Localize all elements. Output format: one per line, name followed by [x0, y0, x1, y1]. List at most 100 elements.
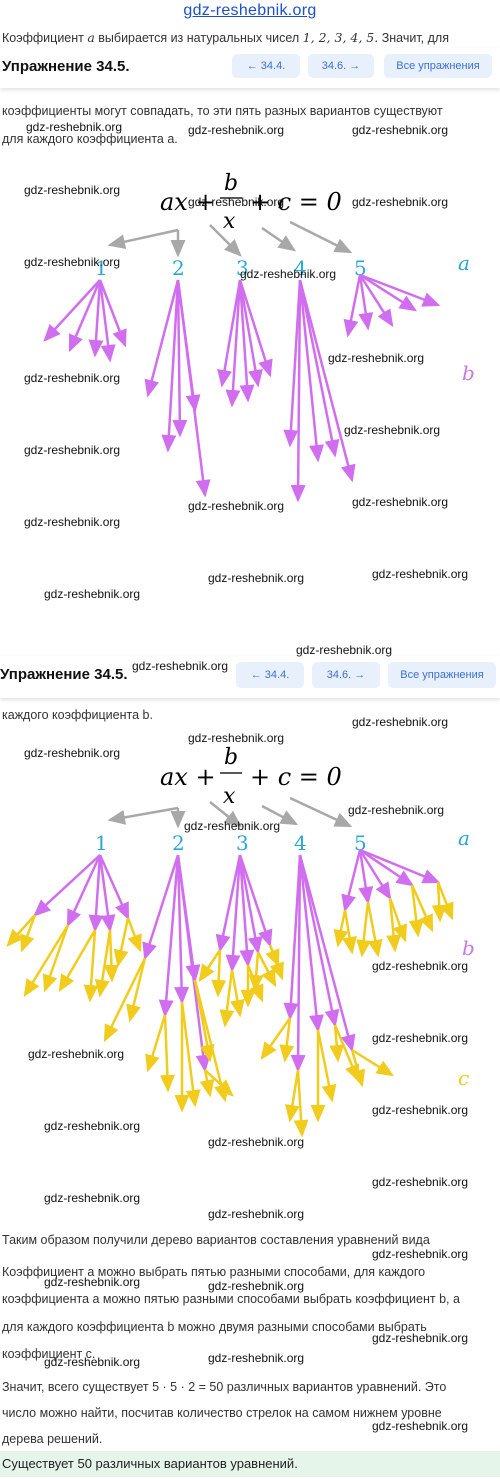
conclusion-line-2: Коэффициент a можно выбрать пятью разным… — [2, 1265, 426, 1279]
watermark: gdz-reshebnik.org — [44, 1355, 141, 1369]
exercise-title: Упражнение 34.5. — [2, 58, 130, 75]
intro-var: a — [87, 30, 95, 45]
site-title[interactable]: gdz-reshebnik.org — [183, 2, 317, 19]
purple-arrows-1 — [43, 273, 441, 503]
eq-num: b — [224, 171, 238, 196]
paragraph-2-line-1: каждого коэффициента b. — [2, 708, 153, 722]
watermark: gdz-reshebnik.org — [208, 571, 305, 585]
eq-rest: + c = 0 — [250, 188, 342, 216]
gray-arrows-2 — [107, 796, 353, 829]
watermark: gdz-reshebnik.org — [208, 1135, 305, 1149]
watermark: gdz-reshebnik.org — [28, 1047, 125, 1061]
all-exercises-button-2[interactable]: Все упражнения — [388, 662, 496, 688]
watermark: gdz-reshebnik.org — [26, 120, 123, 134]
node-labels-2: 1 2 3 4 5 — [95, 831, 367, 855]
watermark: gdz-reshebnik.org — [352, 123, 449, 137]
watermark: gdz-reshebnik.org — [344, 423, 441, 437]
conclusion-line-8: дерева решений. — [2, 1432, 103, 1446]
label-b-1: b — [462, 361, 475, 385]
node2-1: 1 — [95, 831, 108, 855]
conclusion-line-5: коэффициент c. — [2, 1347, 96, 1361]
eq-ax: ax + — [160, 188, 216, 216]
eq2-num: b — [224, 745, 238, 770]
node-3: 3 — [236, 256, 249, 280]
watermark: gdz-reshebnik.org — [44, 1191, 141, 1205]
label-a-2: a — [458, 826, 470, 850]
tree-diagram-2: ax + b x + c = 0 1 2 3 4 5 a b c — [6, 745, 475, 1138]
watermark: gdz-reshebnik.org — [372, 1031, 469, 1045]
tree-diagram-1: ax + b x + c = 0 1 2 3 4 5 a b — [43, 171, 475, 503]
watermark: gdz-reshebnik.org — [352, 715, 449, 729]
paragraph-1-line-2: для каждого коэффициента a. — [2, 132, 178, 146]
conclusion-line-6: Значит, всего существует 5 · 5 · 2 = 50 … — [2, 1380, 447, 1394]
watermark: gdz-reshebnik.org — [188, 195, 285, 209]
watermark: gdz-reshebnik.org — [348, 803, 445, 817]
node-2: 2 — [172, 256, 185, 280]
node2-2: 2 — [172, 831, 185, 855]
intro-nums: 1, 2, 3, 4, 5. — [302, 30, 379, 45]
watermark: gdz-reshebnik.org — [372, 1331, 469, 1345]
watermark: gdz-reshebnik.org — [372, 567, 469, 581]
watermark: gdz-reshebnik.org — [188, 731, 285, 745]
watermark: gdz-reshebnik.org — [44, 1119, 141, 1133]
prev-exercise-button[interactable]: ← 34.4. — [232, 54, 300, 78]
watermark: gdz-reshebnik.org — [208, 1207, 305, 1221]
exercise-title-2: Упражнение 34.5. — [0, 666, 128, 683]
watermark: gdz-reshebnik.org — [24, 255, 121, 269]
node2-5: 5 — [354, 831, 367, 855]
eq2-rest: + c = 0 — [250, 763, 342, 791]
conclusion-line-7: число можно найти, посчитав количество с… — [2, 1406, 442, 1420]
watermark: gdz-reshebnik.org — [372, 1175, 469, 1189]
watermark: gdz-reshebnik.org — [24, 371, 121, 385]
watermark: gdz-reshebnik.org — [24, 515, 121, 529]
answer-highlight: Существует 50 различных вариантов уравне… — [0, 1451, 500, 1477]
watermark: gdz-reshebnik.org — [44, 1275, 141, 1289]
watermark: gdz-reshebnik.org — [352, 195, 449, 209]
watermark: gdz-reshebnik.org — [208, 1279, 305, 1293]
watermark: gdz-reshebnik.org — [208, 1351, 305, 1365]
watermark: gdz-reshebnik.org — [352, 495, 449, 509]
eq2-ax: ax + — [160, 763, 216, 791]
watermark: gdz-reshebnik.org — [296, 643, 393, 657]
node-1: 1 — [95, 256, 108, 280]
node-5: 5 — [354, 256, 367, 280]
watermark: gdz-reshebnik.org — [24, 183, 121, 197]
node2-4: 4 — [294, 831, 307, 855]
watermark: gdz-reshebnik.org — [44, 587, 141, 601]
watermark: gdz-reshebnik.org — [372, 1103, 469, 1117]
prev-exercise-button-2[interactable]: ← 34.4. — [236, 662, 304, 688]
watermark: gdz-reshebnik.org — [24, 443, 121, 457]
gray-arrows — [107, 220, 353, 258]
paragraph-1-line-1: коэффициенты могут совпадать, то эти пят… — [2, 104, 443, 118]
purple-arrows-2 — [33, 848, 441, 1073]
node-labels-1: 1 2 3 4 5 — [95, 256, 367, 280]
conclusion-line-4: для каждого коэффициента b можно двумя р… — [2, 1320, 427, 1334]
intro-line: Коэффициент a выбирается из натуральных … — [2, 29, 449, 47]
next-exercise-button[interactable]: 34.6. → — [308, 54, 374, 78]
intro-prefix: Коэффициент — [2, 31, 88, 45]
label-b-2: b — [462, 936, 475, 960]
watermark: gdz-reshebnik.org — [188, 123, 285, 137]
watermark: gdz-reshebnik.org — [372, 1247, 469, 1261]
watermark: gdz-reshebnik.org — [240, 267, 337, 281]
conclusion-line-3: коэффициента a можно пятью разными спосо… — [2, 1292, 460, 1306]
watermark: gdz-reshebnik.org — [132, 659, 229, 673]
yellow-arrows-2 — [6, 881, 454, 1138]
eq2-den: x — [223, 784, 236, 809]
next-exercise-button-2[interactable]: 34.6. → — [312, 662, 380, 688]
intro-suffix: Значит, для — [378, 31, 449, 45]
watermark: gdz-reshebnik.org — [24, 746, 121, 760]
all-exercises-button[interactable]: Все упражнения — [384, 54, 492, 78]
node2-3: 3 — [236, 831, 249, 855]
watermark: gdz-reshebnik.org — [188, 499, 285, 513]
intro-mid: выбирается из натуральных чисел — [94, 31, 303, 45]
label-a-1: a — [458, 251, 470, 275]
label-c-2: c — [458, 1066, 469, 1090]
watermark: gdz-reshebnik.org — [328, 351, 425, 365]
eq-den: x — [223, 209, 236, 234]
conclusion-line-1: Таким образом получили дерево вариантов … — [2, 1233, 430, 1247]
node-4: 4 — [294, 256, 307, 280]
watermark: gdz-reshebnik.org — [372, 1419, 469, 1433]
watermark: gdz-reshebnik.org — [184, 819, 281, 833]
watermark: gdz-reshebnik.org — [372, 959, 469, 973]
